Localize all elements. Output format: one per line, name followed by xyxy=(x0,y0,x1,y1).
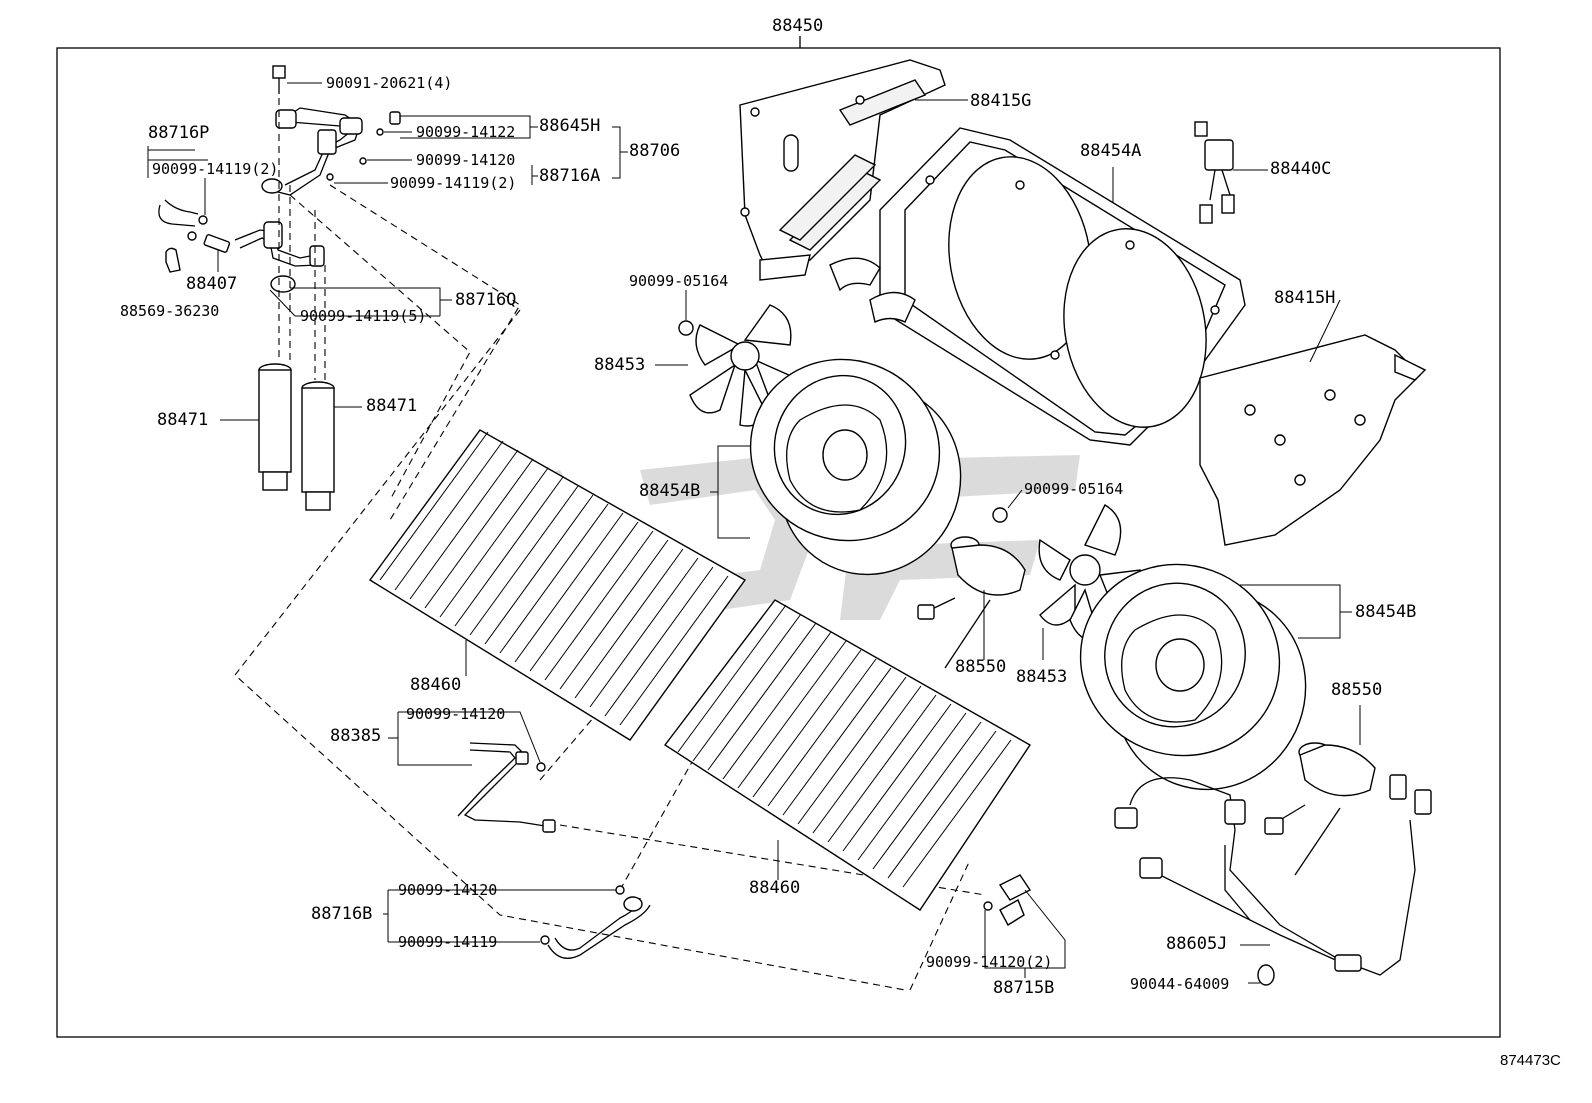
label-hose-88645H: 88645H xyxy=(539,116,601,136)
label-bracket-88415G: 88415G xyxy=(970,91,1032,111)
label-relay-88440C: 88440C xyxy=(1270,159,1332,179)
label-tube-88716P: 88716P xyxy=(148,123,210,143)
label-harness-88605J: 88605J xyxy=(1166,934,1228,954)
tube-88716Q-icon xyxy=(234,221,325,293)
label-tube-88716A: 88716A xyxy=(539,166,601,186)
label-motor-88550-mid: 88550 xyxy=(955,657,1007,677)
fan-shroud-88454A-icon xyxy=(829,127,1246,446)
label-cap-88569: 88569-36230 xyxy=(120,302,220,320)
relay-88440C-icon xyxy=(1194,121,1235,224)
label-tube-88715B: 88715B xyxy=(993,978,1055,998)
fan-motor-right-icon xyxy=(1264,742,1376,876)
label-oring-14119-5: 90099-14119(5) xyxy=(300,307,427,325)
nut-icon xyxy=(678,320,694,336)
label-switch-88407: 88407 xyxy=(186,274,238,294)
receiver-dryer-icon xyxy=(258,363,335,511)
motor-shroud-left-icon xyxy=(749,358,962,576)
wire-harness-icon xyxy=(1114,774,1432,976)
nut-icon xyxy=(992,507,1008,523)
clamp-icon xyxy=(1257,964,1275,986)
motor-shroud-right-icon xyxy=(1079,563,1307,791)
hose-assembly-icon xyxy=(261,107,363,196)
label-fan-88453-mid: 88453 xyxy=(1016,667,1068,687)
label-oring-14120-2-b: 90099-14120(2) xyxy=(926,953,1053,971)
tube-88715B-icon xyxy=(983,874,1032,926)
watermark-text: CDC xyxy=(0,0,1,1)
condenser-left-icon xyxy=(368,429,747,741)
label-tube-88716B: 88716B xyxy=(311,904,373,924)
pressure-switch-icon xyxy=(203,234,231,253)
condenser-right-icon xyxy=(663,599,1031,911)
label-shroud-88454A: 88454A xyxy=(1080,141,1142,161)
label-oring-14122: 90099-14122 xyxy=(416,123,516,141)
tube-88716B-icon xyxy=(540,885,651,959)
label-clamp-90044: 90044-64009 xyxy=(1130,975,1230,993)
label-tube-88716Q: 88716Q xyxy=(455,290,517,310)
label-receiver-88471-left: 88471 xyxy=(157,410,209,430)
label-condenser-88460-right: 88460 xyxy=(749,878,801,898)
illustration-code: 874473C xyxy=(1500,1052,1561,1069)
cap-icon xyxy=(165,247,181,273)
label-oring-14120-b: 90099-14120 xyxy=(398,881,498,899)
label-fan-88453-top: 88453 xyxy=(594,355,646,375)
assembly-number: 88450 xyxy=(772,16,824,36)
label-condenser-88460-left: 88460 xyxy=(410,675,462,695)
label-pipe-88385: 88385 xyxy=(330,726,382,746)
label-oring-14120-top: 90099-14120 xyxy=(416,151,516,169)
label-oring-14119-2-left: 90099-14119(2) xyxy=(152,160,279,178)
fan-motor-mid-icon xyxy=(917,536,1026,669)
label-motor-88550-right: 88550 xyxy=(1331,680,1383,700)
label-oring-14119-2-top: 90099-14119(2) xyxy=(390,174,517,192)
oring-icon xyxy=(326,111,401,181)
label-nut-05164-top: 90099-05164 xyxy=(629,272,729,290)
pipe-88385-icon xyxy=(457,742,556,833)
label-nut-05164-mid: 90099-05164 xyxy=(1024,480,1124,498)
label-oring-14120-pipe: 90099-14120 xyxy=(406,705,506,723)
label-receiver-88471-right: 88471 xyxy=(366,396,418,416)
label-shroud-88454B-right: 88454B xyxy=(1355,602,1417,622)
bracket-88415G-icon xyxy=(739,59,946,281)
label-bracket-88415H: 88415H xyxy=(1274,288,1336,308)
label-group-88706: 88706 xyxy=(629,141,681,161)
bolt-icon xyxy=(272,65,286,94)
label-bolt-90091: 90091-20621(4) xyxy=(326,74,453,92)
label-shroud-88454B-left: 88454B xyxy=(639,481,701,501)
u-tube-icon xyxy=(158,199,208,241)
assembly-frame xyxy=(56,47,1501,1038)
label-oring-14119-b: 90099-14119 xyxy=(398,933,498,951)
bracket-88415H-icon xyxy=(1199,334,1427,546)
